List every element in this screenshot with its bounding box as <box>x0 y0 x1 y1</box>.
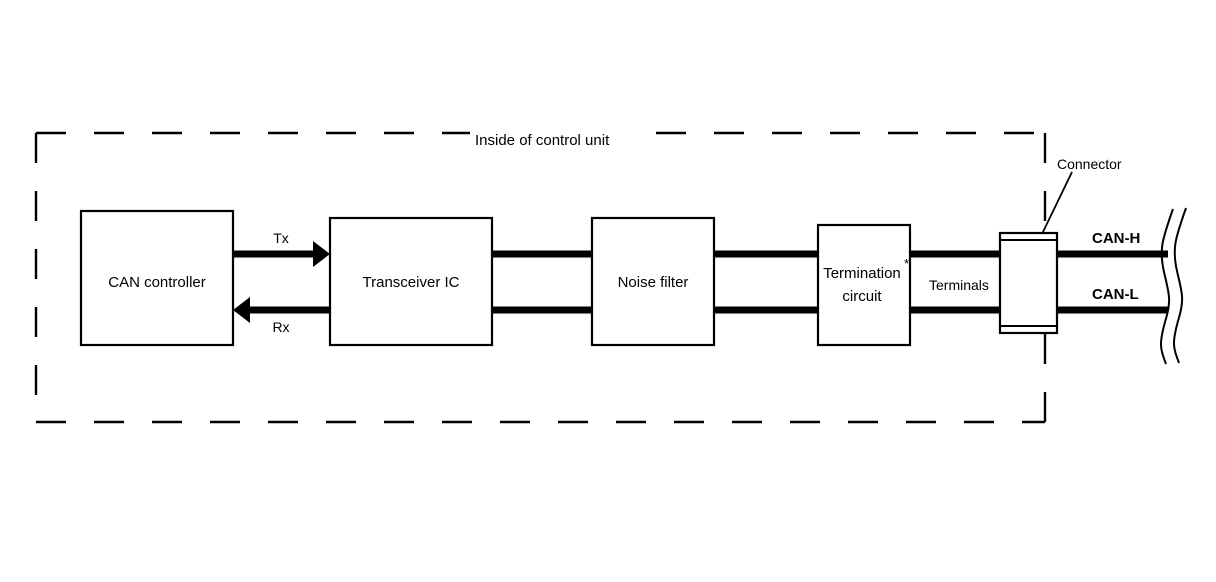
rx-label: Rx <box>272 319 289 335</box>
termination-circuit-label-line1: Termination <box>823 265 901 282</box>
block-transceiver-ic[interactable]: Transceiver IC <box>328 216 494 347</box>
noise-filter-label: Noise filter <box>618 274 689 291</box>
rx-signal-arrow: Rx <box>233 297 330 335</box>
connector-label: Connector <box>1057 156 1122 172</box>
termination-circuit-label-line2: circuit <box>842 288 882 305</box>
cable-break-wave-right <box>1173 207 1187 364</box>
can-controller-label: CAN controller <box>108 274 206 291</box>
external-can-bus: CAN-H CAN-L <box>1057 230 1168 314</box>
boundary-label: Inside of control unit <box>475 132 610 149</box>
can-controller-box[interactable] <box>79 209 235 347</box>
cable-break-wave-left <box>1160 208 1174 365</box>
termination-footnote-marker: * <box>904 256 909 271</box>
cable-break-symbol <box>1160 207 1187 365</box>
terminals-label: Terminals <box>929 277 989 293</box>
block-termination-circuit[interactable]: Termination * circuit <box>816 223 912 347</box>
termination-circuit-box[interactable] <box>816 223 912 347</box>
connector-callout: Connector <box>1041 156 1122 235</box>
can-low-label: CAN-L <box>1092 286 1139 303</box>
transceiver-ic-box[interactable] <box>328 216 494 347</box>
can-high-label: CAN-H <box>1092 230 1140 247</box>
tx-label: Tx <box>273 230 289 246</box>
connector-leader-line <box>1041 171 1073 235</box>
rx-arrow-head <box>233 297 250 323</box>
block-noise-filter[interactable]: Noise filter <box>590 216 716 347</box>
connector-box[interactable] <box>998 231 1059 335</box>
block-can-controller[interactable]: CAN controller <box>79 209 235 347</box>
tx-arrow-head <box>313 241 330 267</box>
noise-filter-box[interactable] <box>590 216 716 347</box>
bus-transceiver-to-noise-filter <box>492 250 592 314</box>
control-unit-boundary <box>34 131 1047 424</box>
transceiver-ic-label: Transceiver IC <box>363 274 460 291</box>
connector-body[interactable] <box>998 231 1059 335</box>
bus-noise-filter-to-termination <box>714 250 818 314</box>
tx-signal-arrow: Tx <box>233 230 330 267</box>
